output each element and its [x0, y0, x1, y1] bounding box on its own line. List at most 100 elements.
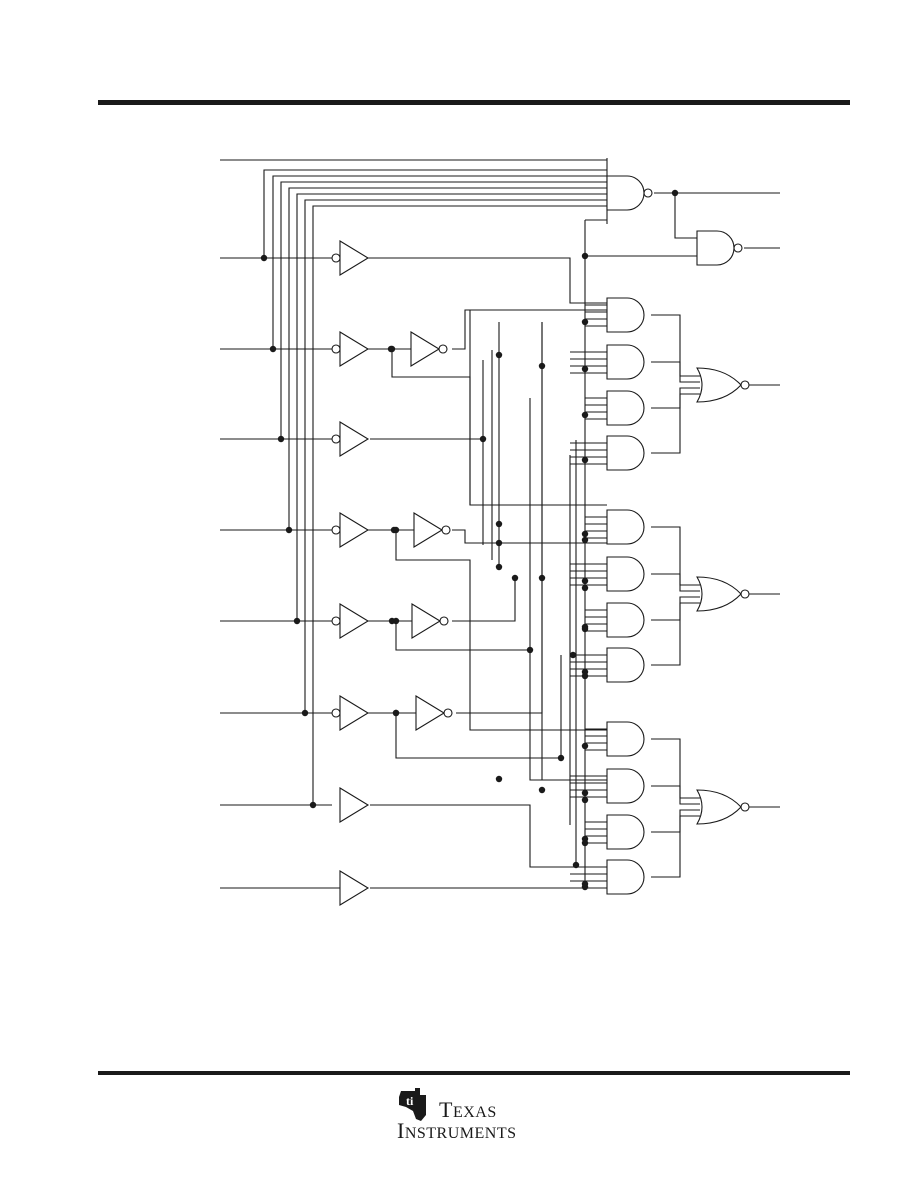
junction-dot	[557, 754, 565, 762]
nand-input-wire	[312, 205, 607, 805]
junction-dot	[511, 574, 519, 582]
junction-dot	[581, 742, 589, 750]
wire	[651, 815, 700, 878]
wire	[674, 193, 697, 239]
inversion-bubble	[740, 802, 750, 812]
nand-input-wire	[296, 193, 607, 621]
and-gate	[606, 344, 645, 380]
wire	[651, 361, 700, 383]
and-gate	[606, 859, 645, 895]
and-gate	[606, 721, 645, 757]
junction-dot	[581, 252, 589, 260]
wire	[370, 804, 607, 868]
junction-dot	[285, 526, 293, 534]
inversion-bubble	[331, 708, 341, 718]
inversion-bubble	[740, 380, 750, 390]
junction-dot	[495, 539, 503, 547]
and-gate	[606, 647, 645, 683]
buffer-gate	[339, 512, 370, 548]
inversion-bubble	[331, 344, 341, 354]
header-rule	[98, 100, 850, 105]
nand-input-wire	[263, 169, 607, 258]
junction-dot	[526, 646, 534, 654]
wire	[651, 809, 700, 833]
junction-dot	[538, 786, 546, 794]
wire	[651, 738, 700, 799]
inversion-bubble	[733, 243, 743, 253]
junction-dot	[581, 318, 589, 326]
junction-dot	[581, 839, 589, 847]
junction-dot	[581, 530, 589, 538]
nand-input-wire	[272, 175, 607, 349]
junction-dot	[581, 672, 589, 680]
inversion-bubble	[439, 616, 449, 626]
and-gate	[606, 602, 645, 638]
buffer-gate	[339, 331, 370, 367]
wire	[456, 322, 543, 714]
junction-dot	[581, 456, 589, 464]
junction-dot	[392, 617, 400, 625]
wire	[651, 573, 700, 592]
inversion-bubble	[643, 188, 653, 198]
wire	[395, 713, 561, 759]
junction-dot	[538, 574, 546, 582]
junction-dot	[309, 801, 317, 809]
wire	[651, 314, 700, 377]
junction-dot	[581, 365, 589, 373]
junction-dot	[392, 526, 400, 534]
and-gate	[606, 390, 645, 426]
inversion-bubble	[441, 525, 451, 535]
junction-dot	[301, 709, 309, 717]
junction-dot	[581, 625, 589, 633]
wire	[651, 785, 700, 805]
wire	[651, 602, 700, 666]
ti-logo-icon: ti	[399, 1088, 426, 1121]
inversion-bubble	[331, 253, 341, 263]
inverter-gate	[410, 331, 441, 367]
inversion-bubble	[438, 344, 448, 354]
inverter-gate	[411, 603, 442, 639]
junction-dot	[581, 577, 589, 585]
buffer-gate	[339, 787, 370, 823]
and-gate	[606, 509, 645, 545]
wire	[452, 578, 516, 622]
wire	[391, 349, 607, 506]
and-gate	[606, 297, 645, 333]
junction-dot	[479, 435, 487, 443]
nand-input-wire	[304, 199, 607, 713]
gates	[331, 175, 750, 906]
buffer-gate	[339, 240, 370, 276]
junction-dot	[269, 345, 277, 353]
junction-dot	[388, 345, 396, 353]
wire	[651, 596, 700, 621]
junction-dot	[538, 362, 546, 370]
inversion-bubble	[443, 708, 453, 718]
junction-dot	[572, 861, 580, 869]
inversion-bubble	[740, 589, 750, 599]
wire	[651, 526, 700, 586]
wire	[368, 257, 607, 304]
logo-text-instruments: INSTRUMENTS	[397, 1118, 517, 1143]
nand-input-wire	[280, 181, 607, 439]
junction-dot	[293, 617, 301, 625]
inverter-gate	[413, 512, 444, 548]
svg-text:ti: ti	[406, 1094, 414, 1108]
junction-dot	[581, 883, 589, 891]
wire	[395, 530, 607, 731]
buffer-gate	[339, 695, 370, 731]
inversion-bubble	[331, 434, 341, 444]
and-gate	[606, 556, 645, 592]
ti-logo: ti TEXAS INSTRUMENTS	[395, 1085, 555, 1143]
junction-dot	[495, 775, 503, 783]
junction-dot	[581, 411, 589, 419]
nand-input-wire	[288, 187, 607, 530]
junction-dots	[260, 189, 679, 891]
junction-dot	[581, 789, 589, 797]
inverter-gate	[415, 695, 446, 731]
buffer-gate	[339, 421, 370, 457]
junction-dot	[260, 254, 268, 262]
junction-dot	[392, 709, 400, 717]
junction-dot	[495, 563, 503, 571]
buffer-gate	[339, 870, 370, 906]
